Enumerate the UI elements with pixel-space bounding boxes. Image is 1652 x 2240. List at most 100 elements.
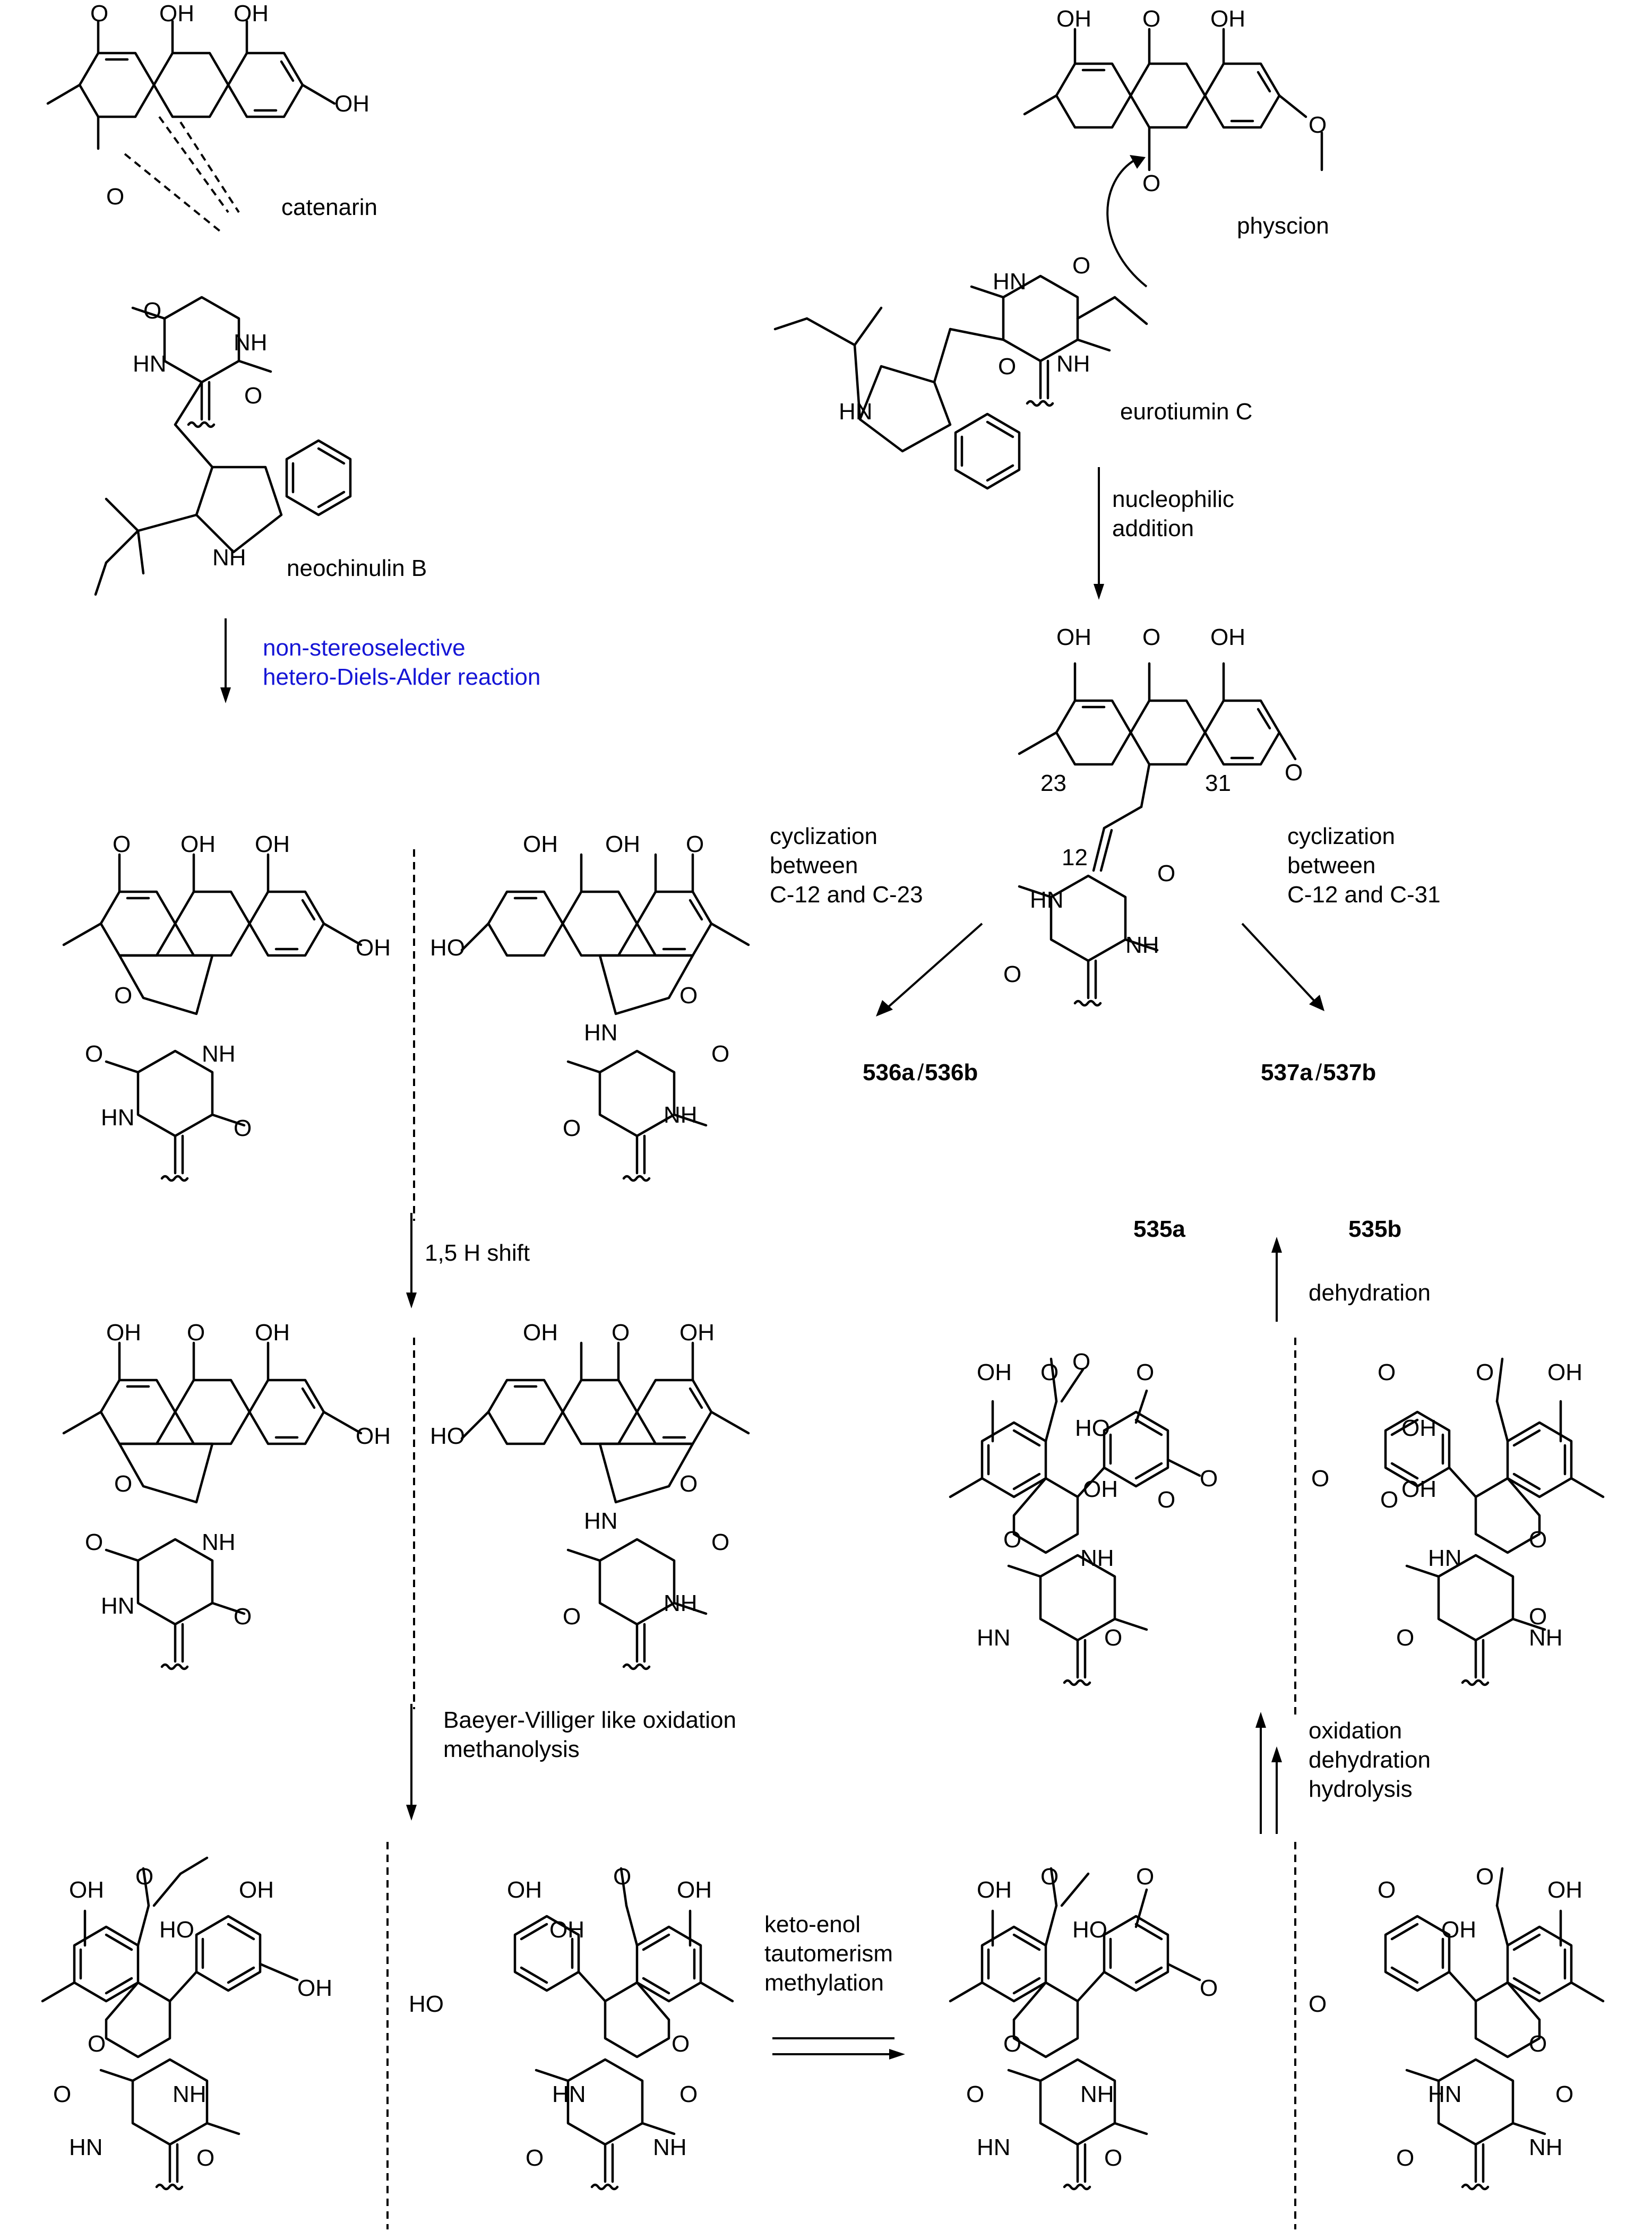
atom-label: HN <box>584 1020 618 1046</box>
step-label-cyc23-3: C-12 and C-23 <box>770 882 923 908</box>
atom-label: HO <box>430 935 465 961</box>
atom-label: OH <box>523 1320 558 1346</box>
hda-adduct-a: O OH OH OH O O NH HN O <box>62 831 391 1181</box>
atom-label: O <box>53 2081 71 2107</box>
atom-label: HN <box>1428 1545 1462 1571</box>
atom-label: O <box>1309 1991 1327 2017</box>
atom-label: HO <box>430 1423 465 1449</box>
product-label-slash: / <box>1315 1059 1322 1085</box>
atom-label: O <box>234 1115 252 1141</box>
atom-label: HN <box>101 1105 135 1131</box>
atom-label: O <box>1476 1359 1494 1385</box>
atom-label: OH <box>977 1877 1012 1903</box>
atom-label: O <box>1285 760 1303 786</box>
atom-label: HN <box>977 1625 1011 1651</box>
atom-label: NH <box>1529 1625 1563 1651</box>
hydroxy-intermediate-a: OH O O O HO OH O O O NH HN O <box>950 1349 1218 1685</box>
step-label-nucleophilic-1: nucleophilic <box>1112 486 1234 512</box>
atom-label: OH <box>1083 1476 1118 1502</box>
atom-label: O <box>1309 112 1327 138</box>
product-label-537b: 537b <box>1323 1059 1376 1085</box>
step-label-hda-2: hetero-Diels-Alder reaction <box>263 664 540 690</box>
atom-label: O <box>1200 1975 1218 2001</box>
step-label-ox-1: oxidation <box>1309 1718 1402 1744</box>
product-label-537a: 537a <box>1261 1059 1313 1085</box>
compound-name-neochinulin-b: neochinulin B <box>287 555 427 581</box>
atom-label: O <box>135 1864 153 1890</box>
atom-label: O <box>1396 2145 1414 2171</box>
atom-label: O <box>88 2031 106 2057</box>
step-label-cyc23-2: between <box>770 852 858 878</box>
atom-label: O <box>114 983 132 1009</box>
atom-label: O <box>1529 1604 1547 1630</box>
hda-adduct-b: OH OH O HO O HN O O NH <box>430 831 750 1181</box>
atom-label: NH <box>1080 2081 1114 2107</box>
atom-label: O <box>1136 1359 1154 1385</box>
step-label-cyc31-2: between <box>1287 852 1375 878</box>
atom-label: OH <box>679 1320 715 1346</box>
atom-label: O <box>711 1529 729 1555</box>
atom-label: HN <box>977 2134 1011 2160</box>
compound-name-eurotiumin-c: eurotiumin C <box>1120 399 1252 425</box>
atom-label: O <box>711 1041 729 1067</box>
reaction-arrow <box>1241 923 1318 1004</box>
arrow-head <box>406 1805 417 1821</box>
atom-label: OH <box>159 1 194 27</box>
atom-label: O <box>998 354 1016 380</box>
atom-label: OH <box>1210 6 1245 32</box>
atom-label: O <box>526 2145 544 2171</box>
atom-label: O <box>1072 1349 1090 1375</box>
atom-label: NH <box>1056 351 1090 377</box>
atom-label: 31 <box>1205 770 1231 796</box>
atom-label: HN <box>584 1508 618 1534</box>
atom-label: OH <box>334 91 369 117</box>
atom-label: OH <box>1441 1917 1476 1943</box>
atom-label: NH <box>1080 1545 1114 1571</box>
atom-label: O <box>113 831 131 857</box>
atom-label: O <box>672 2031 690 2057</box>
atom-label: O <box>85 1041 103 1067</box>
atom-label: 12 <box>1062 845 1088 871</box>
atom-label: O <box>1104 1625 1122 1651</box>
atom-label: 23 <box>1040 770 1066 796</box>
atom-label: O <box>1529 2031 1547 2057</box>
atom-label: OH <box>297 1975 332 2001</box>
product-label-535a: 535a <box>1133 1216 1185 1242</box>
atom-label: NH <box>173 2081 206 2107</box>
compound-name-physcion: physcion <box>1237 213 1329 239</box>
atom-label: OH <box>255 1320 290 1346</box>
atom-label: OH <box>977 1359 1012 1385</box>
step-label-cyc31-1: cyclization <box>1287 823 1395 849</box>
arrow-head <box>1130 155 1146 169</box>
product-label-slash: / <box>917 1059 924 1085</box>
atom-label: O <box>143 298 161 324</box>
atom-label: O <box>679 1471 698 1497</box>
atom-label: OH <box>234 1 269 27</box>
atom-label: O <box>1157 1487 1175 1513</box>
atom-label: NH <box>202 1529 236 1555</box>
atom-label: NH <box>1529 2134 1563 2160</box>
compound-name-catenarin: catenarin <box>281 194 377 220</box>
atom-label: HO <box>409 1991 444 2017</box>
atom-label: OH <box>1547 1877 1582 1903</box>
atom-label: OH <box>677 1877 712 1903</box>
atom-label: NH <box>234 330 268 356</box>
atom-label: HN <box>993 269 1027 295</box>
atom-label: O <box>1311 1466 1329 1492</box>
step-label-ke-3: methylation <box>764 1970 884 1996</box>
shifted-adduct-a: OH O OH OH O O NH HN O <box>62 1320 391 1669</box>
atom-label: O <box>1200 1466 1218 1492</box>
step-label-ox-2: dehydration <box>1309 1747 1431 1773</box>
atom-label: O <box>85 1529 103 1555</box>
atom-label: NH <box>664 1102 698 1128</box>
atom-label: NH <box>202 1041 236 1067</box>
atom-label: O <box>90 1 108 27</box>
atom-label: HO <box>1072 1917 1107 1943</box>
step-label-cyc31-3: C-12 and C-31 <box>1287 882 1441 908</box>
atom-label: O <box>1040 1864 1059 1890</box>
atom-label: O <box>1003 2031 1021 2057</box>
atom-label: O <box>244 383 262 409</box>
atom-label: NH <box>653 2134 687 2160</box>
atom-label: OH <box>356 1423 391 1449</box>
eurotiumin-c-structure: HN O O NH HN <box>773 253 1148 488</box>
